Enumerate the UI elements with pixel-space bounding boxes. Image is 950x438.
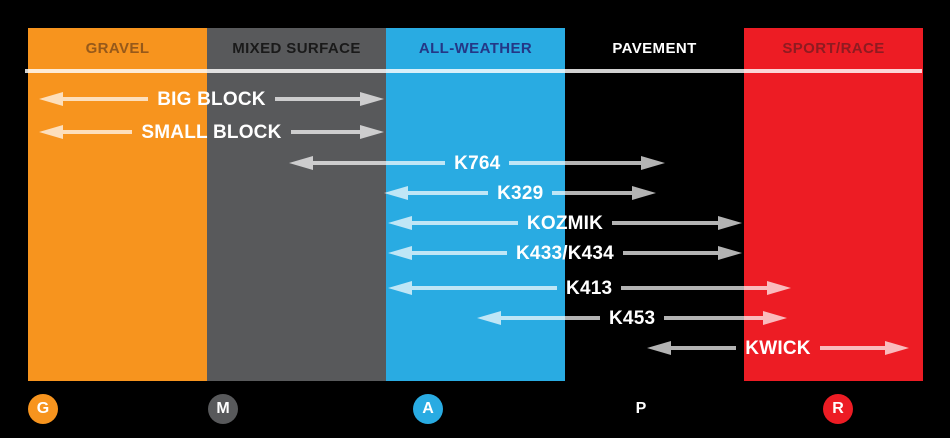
surface-column-header: ALL-WEATHER xyxy=(418,40,533,57)
arrowhead-left-icon xyxy=(289,156,314,170)
tire-model-label: KOZMIK xyxy=(526,212,604,234)
arrowhead-right-icon xyxy=(718,216,743,230)
arrowhead-right-icon xyxy=(641,156,666,170)
arrowhead-right-icon xyxy=(884,341,909,355)
legend-circle-g: G xyxy=(28,394,58,424)
tire-range-k453: K453 xyxy=(477,306,787,330)
arrowhead-right-icon xyxy=(718,246,743,260)
arrow-line-right xyxy=(290,130,361,134)
arrowhead-left-icon xyxy=(384,186,409,200)
surface-column-pavement: PAVEMENT xyxy=(565,28,744,381)
surface-column-header: GRAVEL xyxy=(85,40,150,57)
tire-range-kwick: KWICK xyxy=(647,336,909,360)
legend-circle-m: M xyxy=(208,394,238,424)
arrowhead-right-icon xyxy=(766,281,791,295)
arrow-line-right xyxy=(509,161,642,165)
tire-range-k433-k434: K433/K434 xyxy=(387,241,743,265)
tire-model-label: K329 xyxy=(497,182,544,204)
surface-column-all-weather: ALL-WEATHER xyxy=(386,28,565,381)
arrowhead-right-icon xyxy=(360,92,385,106)
surface-column-gravel: GRAVEL xyxy=(28,28,207,381)
arrow-line-left xyxy=(411,251,508,255)
surface-column-mixed-surface: MIXED SURFACE xyxy=(207,28,386,381)
arrow-line-right xyxy=(819,346,885,350)
arrow-line-left xyxy=(411,286,558,290)
arrowhead-left-icon xyxy=(38,125,63,139)
surface-axis-line xyxy=(25,69,922,73)
arrow-line-right xyxy=(274,97,361,101)
tire-model-label: KWICK xyxy=(745,337,811,359)
tire-model-label: K764 xyxy=(454,152,501,174)
arrowhead-right-icon xyxy=(762,311,787,325)
arrowhead-left-icon xyxy=(38,92,63,106)
surface-column-header: PAVEMENT xyxy=(612,40,697,57)
legend-circle-p: P xyxy=(626,394,656,424)
arrow-line-left xyxy=(408,191,489,195)
arrowhead-left-icon xyxy=(477,311,502,325)
arrow-line-left xyxy=(62,130,133,134)
tire-model-label: K453 xyxy=(609,307,656,329)
arrow-line-right xyxy=(612,221,719,225)
legend-circle-r: R xyxy=(823,394,853,424)
arrow-line-right xyxy=(621,286,767,290)
tire-model-label: BIG BLOCK xyxy=(157,88,266,110)
arrowhead-left-icon xyxy=(387,216,412,230)
arrow-line-right xyxy=(552,191,633,195)
arrowhead-left-icon xyxy=(387,281,412,295)
arrowhead-right-icon xyxy=(632,186,657,200)
tire-range-k413: K413 xyxy=(387,276,791,300)
tire-model-label: SMALL BLOCK xyxy=(141,121,282,143)
tire-range-k329: K329 xyxy=(384,181,657,205)
surface-column-header: SPORT/RACE xyxy=(782,40,885,57)
arrowhead-left-icon xyxy=(387,246,412,260)
arrow-line-left xyxy=(313,161,446,165)
tire-model-label: K413 xyxy=(566,277,613,299)
tire-range-kozmik: KOZMIK xyxy=(387,211,743,235)
arrow-line-left xyxy=(671,346,737,350)
tire-model-label: K433/K434 xyxy=(516,242,614,264)
arrow-line-left xyxy=(501,316,600,320)
arrow-line-left xyxy=(62,97,149,101)
tire-range-k764: K764 xyxy=(289,151,666,175)
surface-column-header: MIXED SURFACE xyxy=(232,40,361,57)
arrow-line-right xyxy=(664,316,763,320)
tire-range-small-block: SMALL BLOCK xyxy=(38,120,385,144)
arrow-line-right xyxy=(622,251,719,255)
arrowhead-right-icon xyxy=(360,125,385,139)
legend-circle-a: A xyxy=(413,394,443,424)
arrow-line-left xyxy=(411,221,518,225)
tire-range-big-block: BIG BLOCK xyxy=(38,87,385,111)
arrowhead-left-icon xyxy=(647,341,672,355)
